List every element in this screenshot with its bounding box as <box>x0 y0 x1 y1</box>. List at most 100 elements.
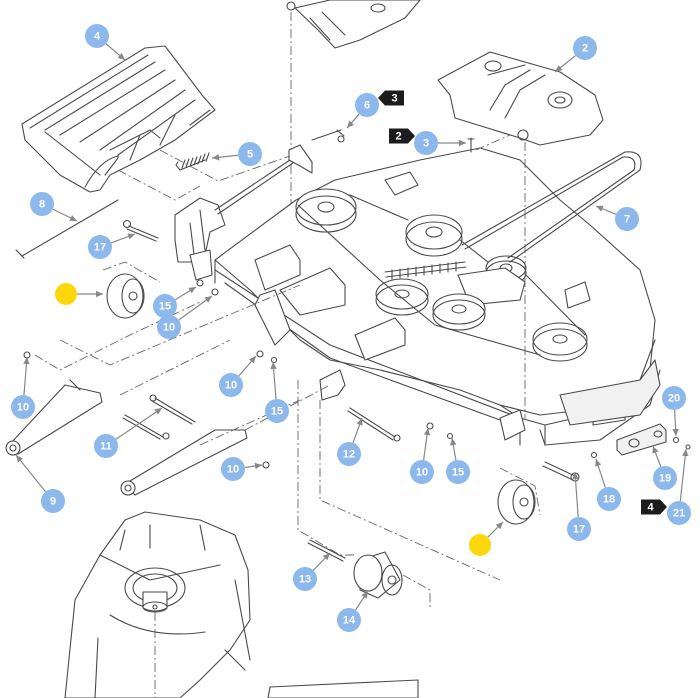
callout-leader <box>572 471 579 518</box>
quantity-tag: 2 <box>389 128 415 144</box>
callout-nut[interactable]: 10 <box>11 395 35 419</box>
callout-badge-icon <box>446 460 470 484</box>
spring-tensioner <box>384 261 467 280</box>
quantity-tag: 4 <box>641 499 667 515</box>
callout-roller[interactable]: 14 <box>337 608 361 632</box>
callout-leader <box>238 355 257 377</box>
arrowhead-icon <box>69 215 77 221</box>
callout-nut[interactable]: 10 <box>219 373 243 397</box>
arrowhead-icon <box>459 139 466 147</box>
arrowhead-icon <box>423 428 431 436</box>
tags-layer: 3 2 4 <box>378 90 667 515</box>
callout-number: 20 <box>668 393 680 405</box>
callout-number: 10 <box>163 322 175 334</box>
arrowhead-icon <box>204 296 212 303</box>
callout-badge-icon <box>41 489 65 513</box>
arrowhead-icon <box>23 357 30 365</box>
callout-bolt[interactable]: 3 <box>414 131 438 155</box>
callout-number: 2 <box>582 43 588 55</box>
callout-leader <box>115 407 163 440</box>
callout-leader <box>352 417 363 443</box>
callout-pin[interactable]: 12 <box>337 442 361 466</box>
callout-badge-icon <box>265 399 289 423</box>
callout-belt-cover[interactable]: 2 <box>573 36 597 60</box>
callout-badge-icon <box>11 395 35 419</box>
callout-badge-icon <box>567 517 591 541</box>
tag-shape-icon <box>641 499 667 515</box>
callout-bolt[interactable]: 18 <box>597 487 621 511</box>
callout-number: 13 <box>299 574 311 586</box>
callout-washer[interactable]: 15 <box>265 399 289 423</box>
tag-quantity: 2 <box>395 131 401 143</box>
callout-washer[interactable]: 15 <box>153 294 177 318</box>
callout-axle-bolt[interactable]: 11 <box>94 434 118 458</box>
callout-number: 15 <box>159 301 171 313</box>
callout-badge-icon <box>238 142 262 166</box>
callout-leader <box>244 462 263 470</box>
callout-rod[interactable]: 8 <box>30 192 54 216</box>
callout-spring[interactable]: 5 <box>238 142 262 166</box>
callout-number: 9 <box>50 496 56 508</box>
callout-washer[interactable]: 20 <box>662 386 686 410</box>
callout-nut[interactable]: 6 <box>355 93 379 117</box>
arrowhead-icon <box>652 446 659 454</box>
callout-leader <box>52 208 78 222</box>
callout-leader <box>679 448 689 502</box>
callout-badge-icon <box>615 207 639 231</box>
callout-number: 12 <box>343 449 355 461</box>
callout-deck-shield-grille[interactable]: 4 <box>85 24 109 48</box>
callout-badge-icon <box>573 36 597 60</box>
highlight-marker-anti-scalp-wheel-left[interactable] <box>55 283 77 305</box>
callout-pin[interactable]: 17 <box>567 517 591 541</box>
callout-leader <box>652 445 662 467</box>
highlight-leader <box>487 521 504 538</box>
bumper-pad-part <box>616 423 667 456</box>
callout-number: 19 <box>659 473 671 485</box>
arrowhead-icon <box>127 233 135 240</box>
callout-nut[interactable]: 10 <box>157 315 181 339</box>
arrowhead-icon <box>212 154 220 161</box>
callout-nut[interactable]: 10 <box>410 460 434 484</box>
arrowhead-icon <box>450 438 457 446</box>
callout-pin[interactable]: 17 <box>88 235 112 259</box>
belt-cover-part <box>437 51 604 146</box>
arrowhead-icon <box>595 459 602 467</box>
callout-number: 21 <box>673 508 685 520</box>
callout-anti-scalp-arm[interactable]: 9 <box>41 489 65 513</box>
axle-bolt-part <box>122 394 196 440</box>
arrowhead-icon <box>154 408 162 415</box>
callout-washer[interactable]: 15 <box>446 460 470 484</box>
callout-number: 15 <box>271 406 283 418</box>
callout-leader <box>211 154 239 161</box>
callout-leader <box>23 356 30 396</box>
callout-badge-icon <box>293 567 317 591</box>
callout-nut[interactable]: 21 <box>667 501 691 525</box>
highlight-marker-anti-scalp-wheel-right[interactable] <box>469 534 491 556</box>
callout-nut[interactable]: 10 <box>221 457 245 481</box>
callout-bumper-pad[interactable]: 19 <box>653 466 677 490</box>
callout-number: 10 <box>416 467 428 479</box>
arrowhead-icon <box>96 290 103 298</box>
callout-badge-icon <box>153 294 177 318</box>
roller-part <box>353 551 403 599</box>
arrowhead-icon <box>254 462 262 470</box>
callout-number: 17 <box>94 242 106 254</box>
pulley-center-top <box>405 214 463 257</box>
arrowhead-icon <box>672 428 679 436</box>
arrowhead-icon <box>555 65 563 72</box>
callout-number: 3 <box>423 138 429 150</box>
callout-leader <box>595 458 606 488</box>
callout-badge-icon <box>85 24 109 48</box>
callout-badge-icon <box>355 93 379 117</box>
callout-badge-icon <box>410 460 434 484</box>
callout-number: 4 <box>94 31 101 43</box>
tag-shape-icon <box>389 128 415 144</box>
callout-badge-icon <box>653 466 677 490</box>
callout-axle[interactable]: 13 <box>293 567 317 591</box>
top-cover-part <box>286 0 421 49</box>
arrowhead-icon <box>188 287 196 294</box>
callout-drive-belt[interactable]: 7 <box>615 207 639 231</box>
callout-leader <box>346 113 360 129</box>
deck-underside-part <box>64 511 251 698</box>
